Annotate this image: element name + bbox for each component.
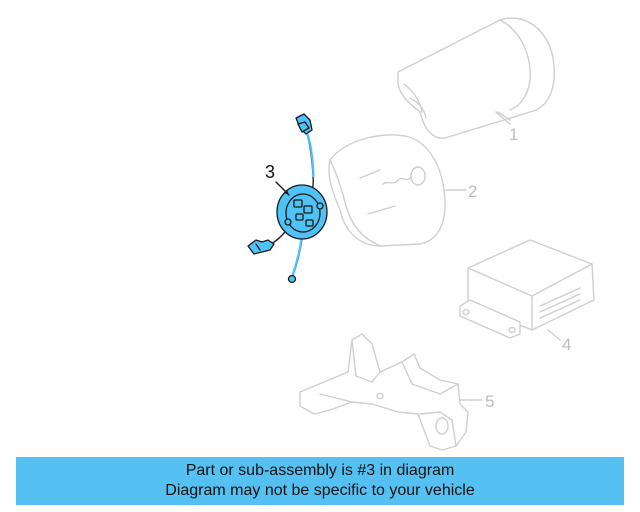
- info-banner: Part or sub-assembly is #3 in diagram Di…: [16, 457, 624, 505]
- part-3-clock-spring: [247, 113, 328, 284]
- callout-5-number: 5: [485, 392, 494, 411]
- part-2-airbag-module: [328, 134, 446, 247]
- callout-3-arrowhead: [284, 190, 289, 195]
- part-1-cover: [397, 17, 555, 139]
- callout-4-leader: [547, 329, 561, 341]
- callout-3-number: 3: [265, 162, 275, 182]
- callout-2-number: 2: [468, 182, 477, 201]
- callout-4-number: 4: [562, 335, 571, 354]
- banner-line-1: Part or sub-assembly is #3 in diagram: [185, 462, 455, 479]
- callout-1-number: 1: [509, 125, 518, 144]
- part-5-bracket: [299, 333, 469, 451]
- part-4-control-module: [459, 239, 595, 339]
- callout-1-leader: [495, 111, 511, 125]
- banner-line-2: Diagram may not be specific to your vehi…: [165, 482, 475, 499]
